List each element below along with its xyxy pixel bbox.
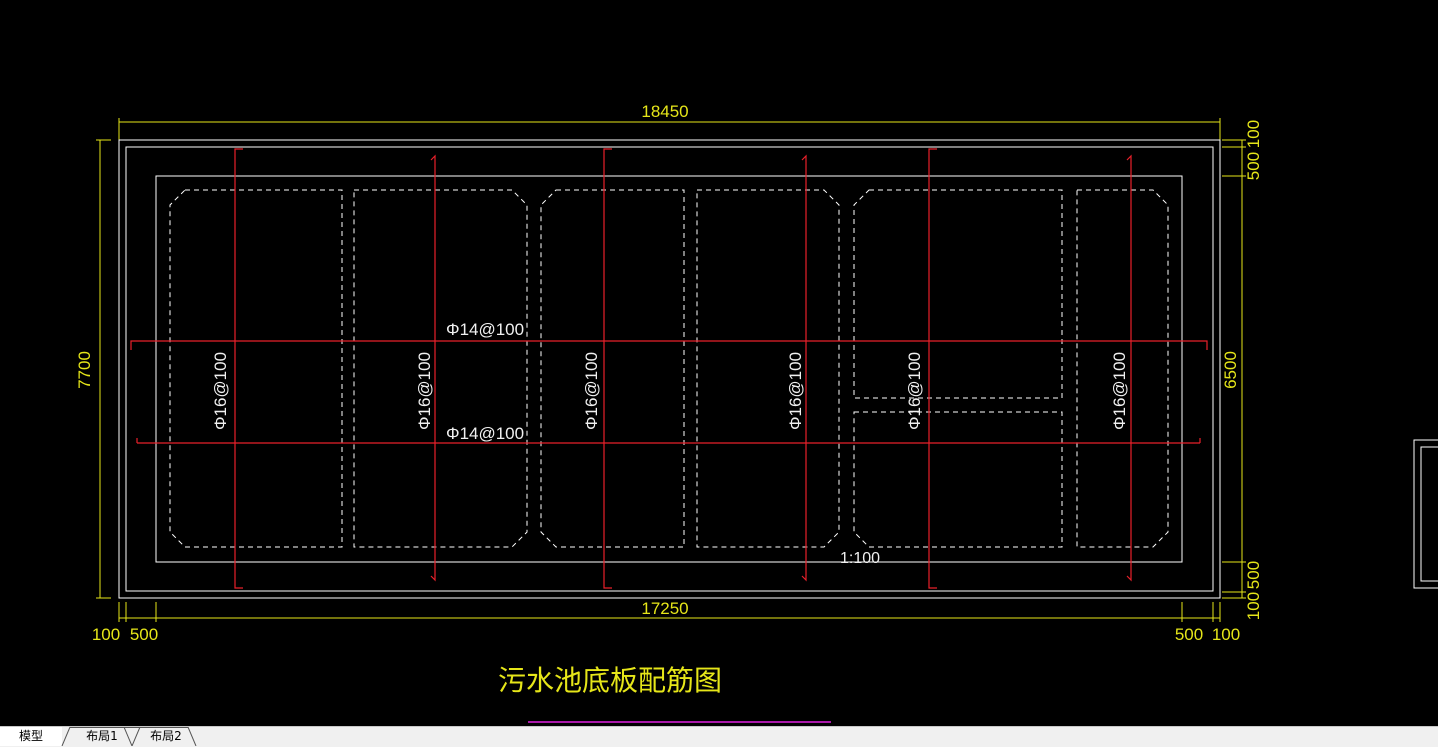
- tab-layout1-label: 布局1: [86, 729, 118, 743]
- rebar-label-horizontal-bottom: Φ14@100: [446, 424, 524, 443]
- tab-layout2-label: 布局2: [150, 729, 182, 743]
- dim-right-top-100: 100: [1244, 120, 1263, 148]
- dim-top-overall: 18450: [641, 102, 688, 121]
- layout-tab-bar: 模型 布局1 布局2: [0, 726, 1438, 747]
- tab-layout2[interactable]: 布局2: [136, 727, 196, 746]
- dim-bottom-left-500: 500: [130, 625, 158, 644]
- slope-label: 1:100: [840, 550, 880, 567]
- pool-cells-dashed: [169, 189, 1169, 548]
- dim-bottom-inner: 17250: [641, 599, 688, 618]
- rebar-label-vertical-2: Φ16@100: [415, 352, 434, 430]
- rebar-label-vertical-5: Φ16@100: [905, 352, 924, 430]
- rebar-label-vertical-6: Φ16@100: [1110, 352, 1129, 430]
- tab-separators: [61, 727, 197, 746]
- dim-bottom-right-100: 100: [1212, 625, 1240, 644]
- dimension-lines: [96, 118, 1246, 622]
- tab-model-label: 模型: [18, 729, 43, 743]
- dim-right-bottom-100: 100: [1244, 592, 1263, 620]
- rebar-label-horizontal-top: Φ14@100: [446, 320, 524, 339]
- drawing-title: 污水池底板配筋图: [498, 664, 722, 697]
- tab-model[interactable]: 模型: [0, 727, 62, 746]
- rebar-label-vertical-4: Φ16@100: [786, 352, 805, 430]
- offscreen-element-partial: [1413, 439, 1438, 589]
- tab-layout1[interactable]: 布局1: [72, 727, 132, 746]
- rebar-label-vertical-3: Φ16@100: [582, 352, 601, 430]
- slab-outline: [118, 139, 1221, 599]
- dim-right-top-500: 500: [1244, 152, 1263, 180]
- dim-left-overall: 7700: [75, 351, 94, 389]
- rebar-lines: [130, 148, 1208, 589]
- dim-bottom-left-100: 100: [92, 625, 120, 644]
- cad-model-canvas[interactable]: 18450 17250 7700 6500 100 500 500 100 10…: [0, 0, 1438, 726]
- rebar-label-vertical-1: Φ16@100: [211, 352, 230, 430]
- dim-bottom-right-500: 500: [1175, 625, 1203, 644]
- dim-right-inner: 6500: [1221, 351, 1240, 389]
- dim-right-bottom-500: 500: [1244, 561, 1263, 589]
